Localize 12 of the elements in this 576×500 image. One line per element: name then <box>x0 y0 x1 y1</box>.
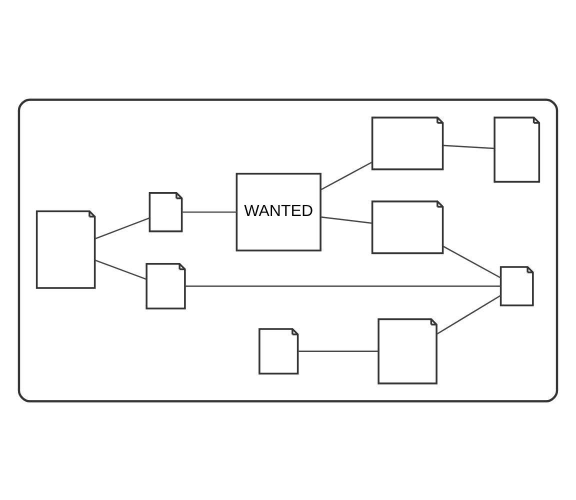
connector <box>443 144 494 149</box>
connector <box>298 350 379 352</box>
connector <box>182 210 237 212</box>
connector <box>94 258 147 280</box>
connector <box>436 294 501 334</box>
cluster <box>18 98 558 402</box>
connector <box>442 245 501 278</box>
connector <box>185 285 501 286</box>
node-box: WANTED <box>236 172 322 251</box>
connector <box>320 216 372 224</box>
connector <box>94 216 150 239</box>
connector <box>320 161 372 190</box>
